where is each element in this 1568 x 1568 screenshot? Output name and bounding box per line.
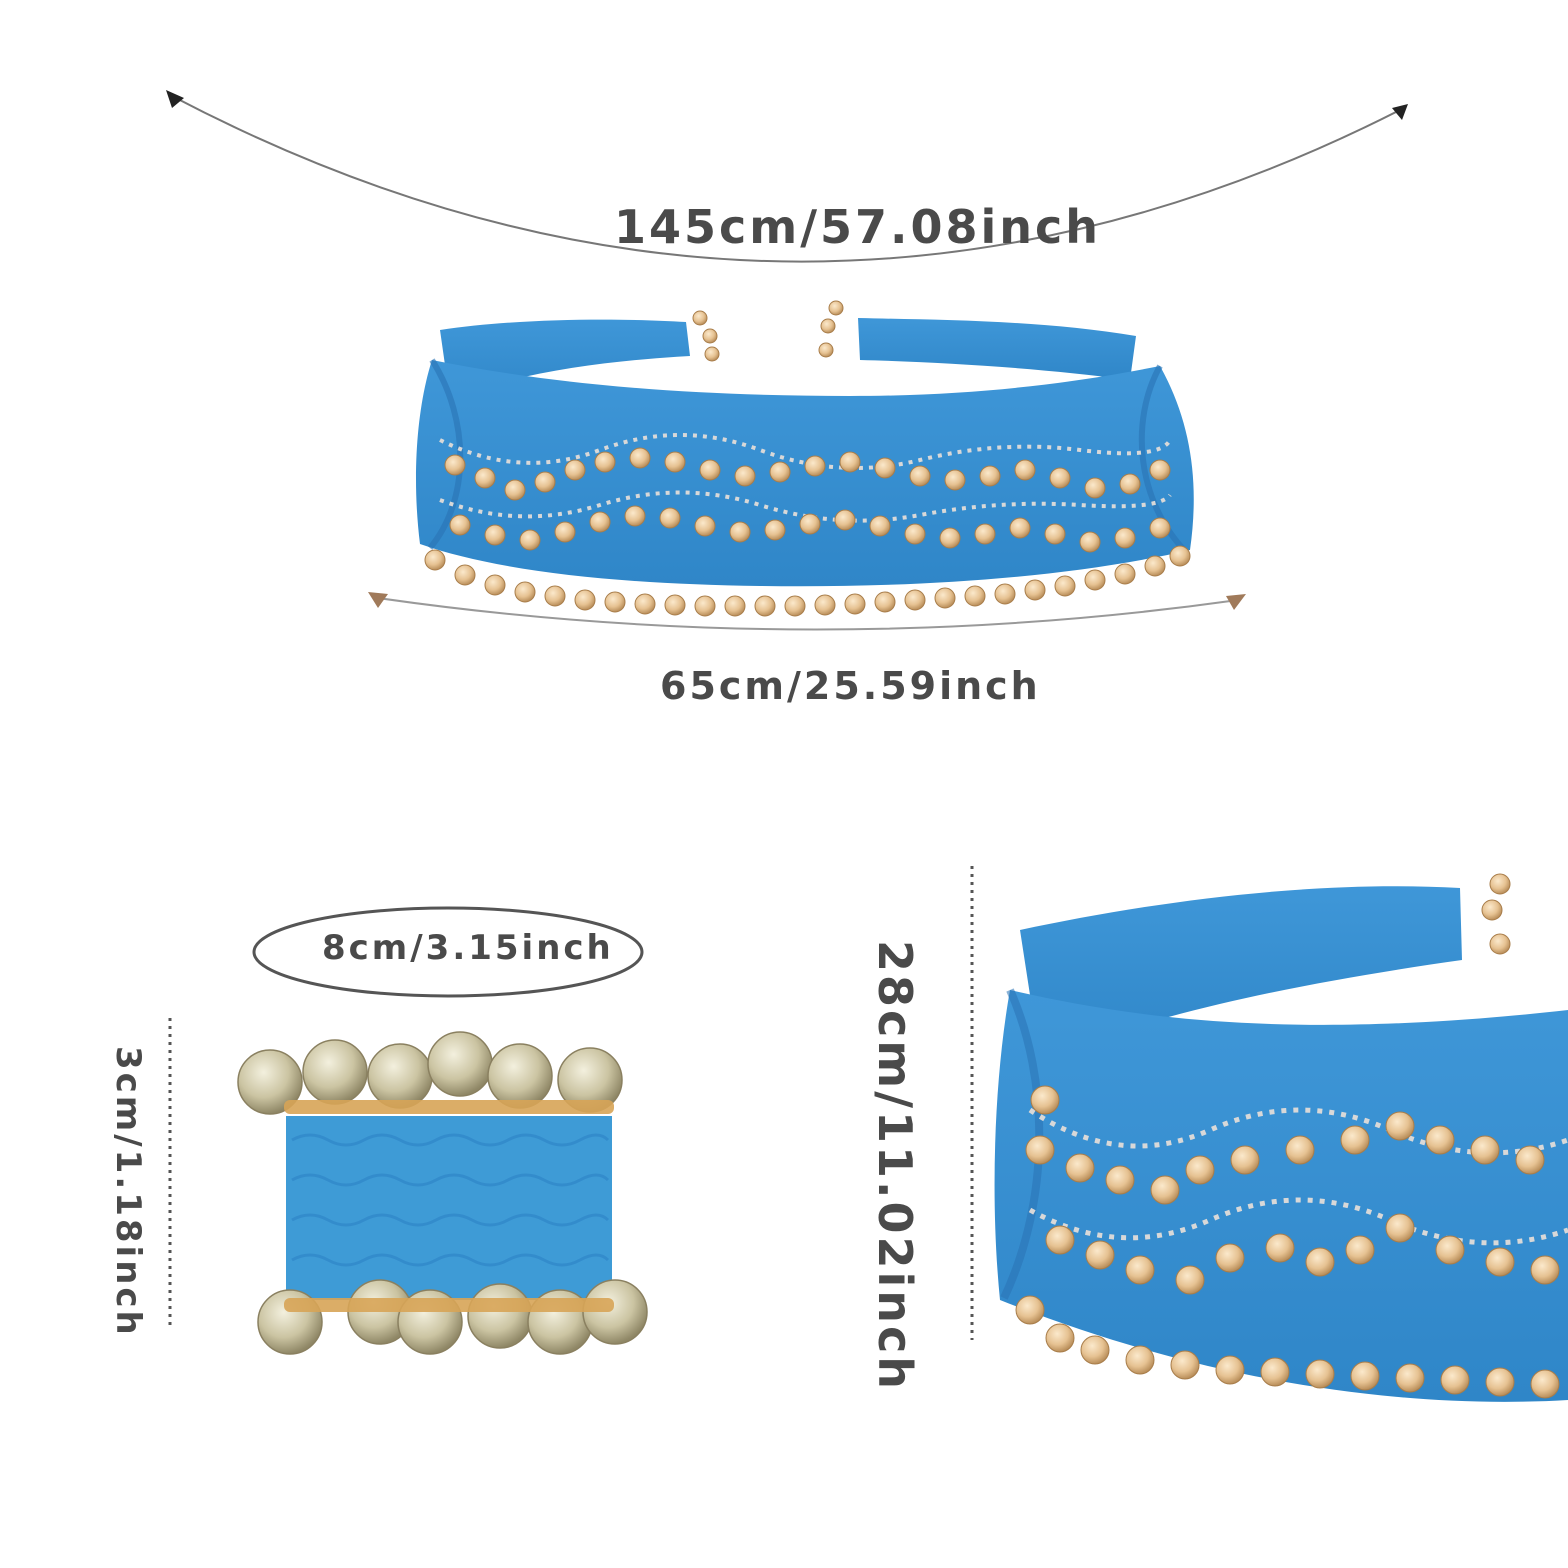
hip-scarf-belt-closeup bbox=[994, 873, 1568, 1402]
cuff-width-ellipse bbox=[252, 906, 644, 998]
total-length-arrow bbox=[166, 90, 1408, 263]
hip-scarf-belt-top bbox=[416, 300, 1194, 617]
belt-length-label: 145cm/57.08inch bbox=[614, 200, 1102, 254]
front-width-label: 65cm/25.59inch bbox=[660, 664, 1041, 708]
wrist-cuff bbox=[237, 1031, 648, 1355]
cuff-height-label: 3cm/1.18inch bbox=[108, 1046, 148, 1338]
belt-height-label: 28cm/11.02inch bbox=[868, 940, 922, 1393]
front-width-arrow bbox=[368, 592, 1246, 631]
cuff-width-label: 8cm/3.15inch bbox=[322, 928, 614, 968]
